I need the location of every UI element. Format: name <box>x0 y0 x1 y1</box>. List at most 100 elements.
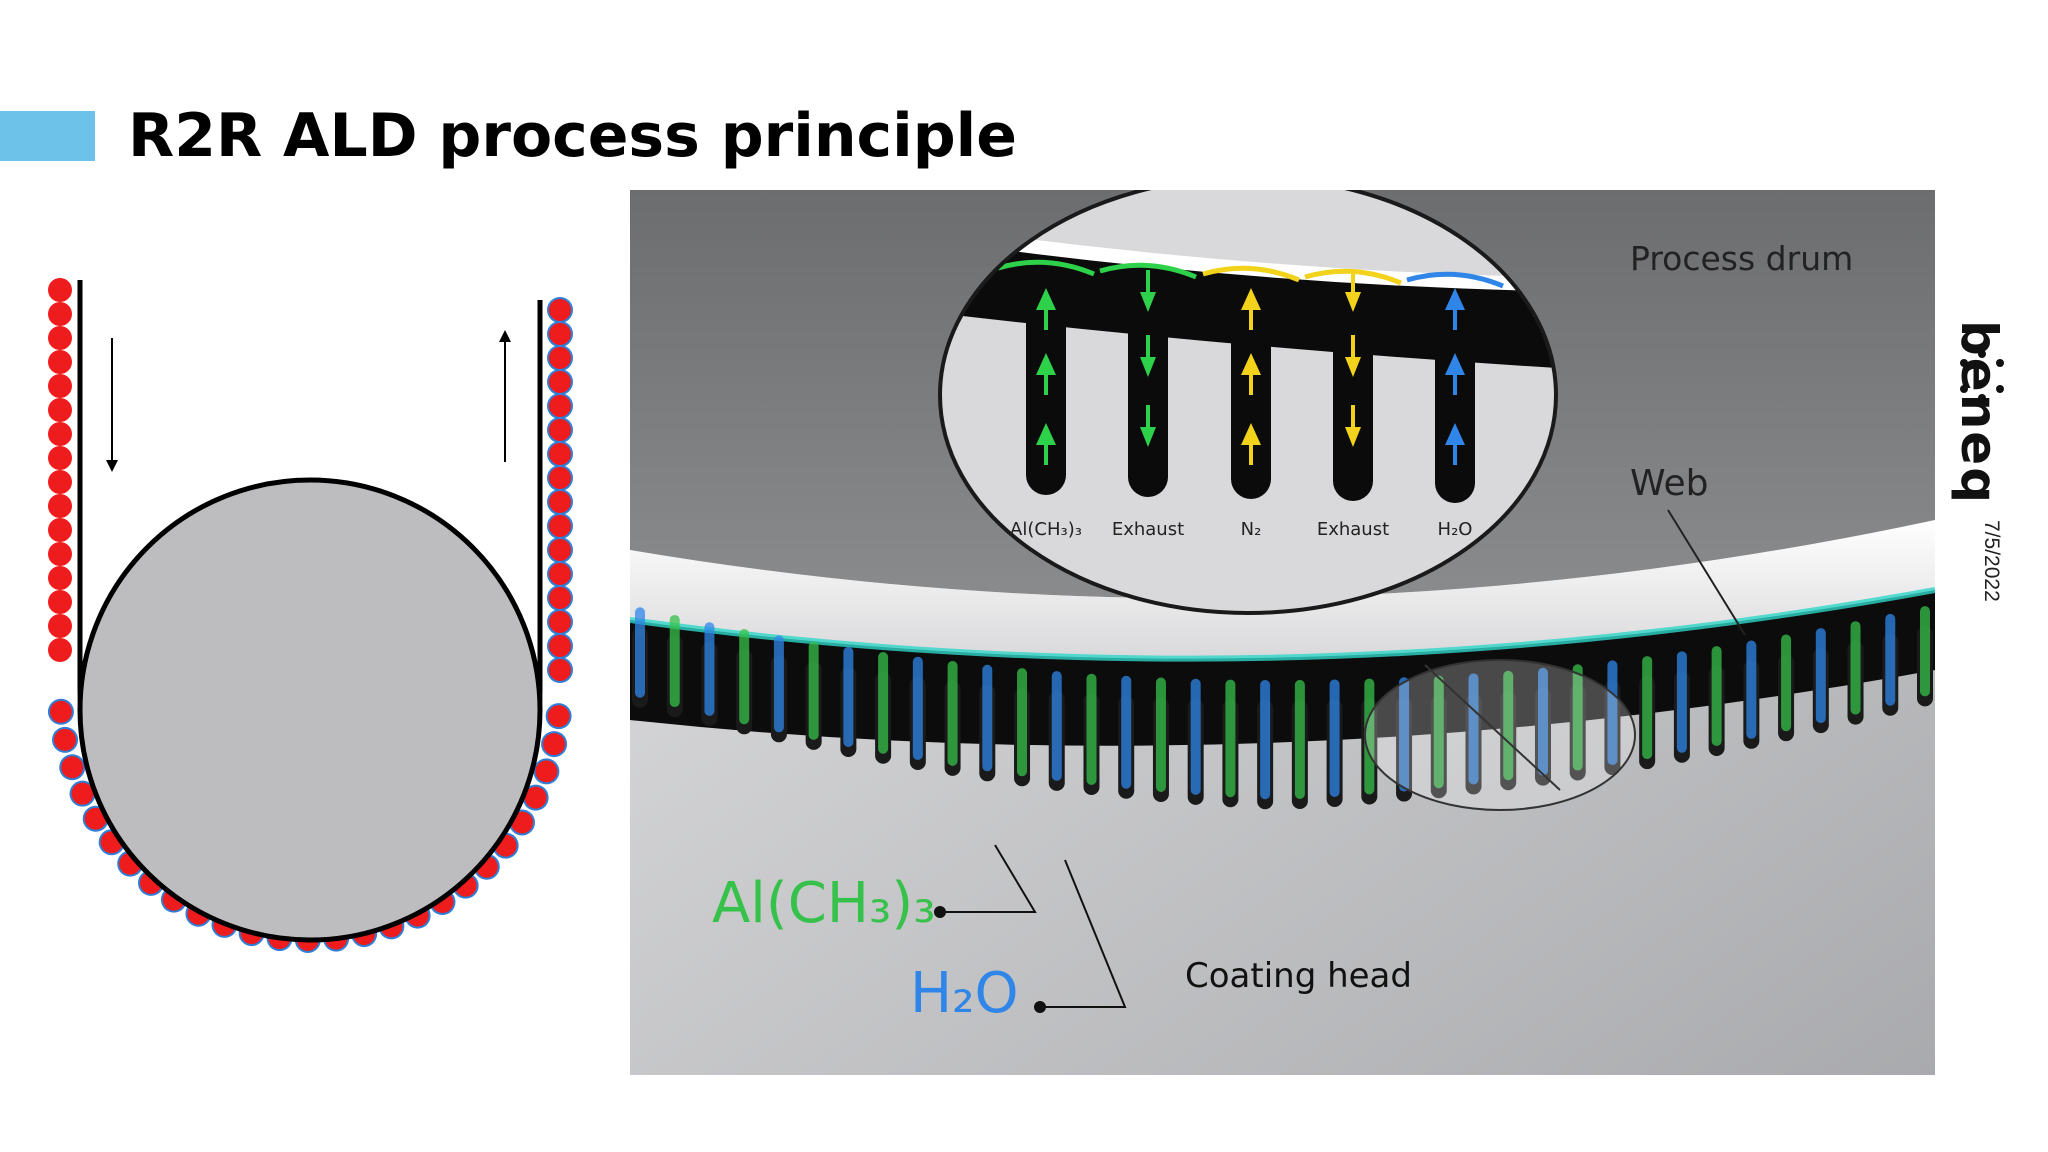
flow-down-arrow <box>1345 292 1361 312</box>
precursor-molecule <box>48 278 72 302</box>
flow-up-arrow <box>1036 288 1056 310</box>
coating-slot-glow <box>1468 673 1479 785</box>
precursor-molecule <box>48 398 72 422</box>
flow-down-arrow <box>1140 427 1156 447</box>
precursor-molecule <box>549 347 571 369</box>
precursor-molecule <box>549 611 571 633</box>
coating-slot-glow <box>808 641 819 740</box>
inset-channels <box>997 259 1504 503</box>
precursor-molecule <box>48 638 72 662</box>
inset-channel <box>1231 304 1271 499</box>
inset-labels: Al(CH₃)₃ Exhaust N₂ Exhaust H₂O <box>1010 519 1472 540</box>
inset-channel <box>1128 302 1168 497</box>
precursor-molecule <box>524 786 547 809</box>
title-accent-bar <box>0 111 95 161</box>
coating-slot-glow <box>1329 679 1340 797</box>
flow-up-arrow <box>1445 353 1465 375</box>
inset-flow-line <box>1099 262 1197 280</box>
coating-head-slots <box>632 606 1933 810</box>
slide-date: 7/5/2022 <box>1980 520 2003 602</box>
precursor-molecule <box>549 443 571 465</box>
precursor-molecule <box>549 419 571 441</box>
inset-channel-label: Exhaust <box>1317 519 1389 540</box>
flow-up-arrow <box>1036 423 1056 445</box>
coating-slot-glow <box>1399 677 1410 792</box>
flow-down-arrow <box>1140 357 1156 377</box>
precursor-molecule <box>48 374 72 398</box>
precursor-molecule <box>48 446 72 470</box>
precursor-molecule <box>543 733 566 756</box>
coating-slot-glow <box>1364 678 1375 795</box>
inset-channel-label: Al(CH₃)₃ <box>1010 519 1082 540</box>
precursor-molecule <box>48 350 72 374</box>
flow-up-arrow <box>1241 288 1261 310</box>
coating-slot-glow <box>1225 679 1236 798</box>
coating-slot-glow <box>1607 660 1618 766</box>
up-arrow <box>499 330 511 462</box>
coating-slot-glow <box>1294 679 1305 800</box>
coating-slot-glow <box>1537 667 1548 776</box>
coating-slot-glow <box>1676 651 1687 753</box>
web-band <box>630 520 1935 659</box>
beneq-logo-mark <box>1960 350 2004 402</box>
coating-slot-glow <box>1746 640 1757 739</box>
coating-slot-glow <box>635 607 645 698</box>
precursor-molecule <box>48 518 72 542</box>
coating-slot-glow <box>1086 673 1097 785</box>
inset-channel <box>1435 308 1475 503</box>
zoom-inset: Al(CH₃)₃ Exhaust N₂ Exhaust H₂O <box>938 190 1558 615</box>
web-pointer-line <box>1667 509 1746 636</box>
coating-slot-glow <box>669 614 680 708</box>
flow-up-arrow <box>1445 423 1465 445</box>
inset-flow-line <box>997 259 1095 277</box>
inset-channel-label: H₂O <box>1438 519 1473 540</box>
precursor-molecule <box>511 811 534 834</box>
precursor-molecule <box>48 542 72 566</box>
coating-slot-glow <box>704 622 715 716</box>
coating-slot-glow <box>912 656 923 761</box>
coating-slot-glow <box>1711 646 1722 747</box>
precursor-molecule <box>48 326 72 350</box>
molecule-layer <box>47 278 573 953</box>
coating-slot-glow <box>1433 675 1444 789</box>
precursor-molecule <box>535 760 558 783</box>
coating-slot-glow <box>739 629 750 725</box>
drum-web-diagram <box>47 278 573 953</box>
inset-channel-label: Exhaust <box>1112 519 1184 540</box>
precursor-molecule <box>549 659 571 681</box>
coating-slot-glow <box>1781 634 1792 732</box>
inset-channel-label: N₂ <box>1241 519 1262 540</box>
precursor-molecule <box>549 371 571 393</box>
coating-slot-glow <box>878 652 889 754</box>
down-arrow <box>106 338 118 472</box>
flow-up-arrow <box>1036 353 1056 375</box>
coating-slot-glow <box>1121 675 1132 789</box>
flow-down-arrow <box>1345 357 1361 377</box>
precursor-molecule <box>547 705 570 728</box>
inset-flow-line <box>1202 265 1300 283</box>
coating-slot-glow <box>843 646 854 748</box>
precursor-molecule <box>48 566 72 590</box>
precursor-molecule <box>549 467 571 489</box>
coating-slot-glow <box>1017 668 1028 777</box>
precursor-molecule <box>549 587 571 609</box>
precursor-molecule <box>48 470 72 494</box>
precursor-molecule <box>549 323 571 345</box>
process-drum-circle <box>77 477 543 943</box>
precursor-molecule <box>549 539 571 561</box>
precursor-molecule <box>49 700 72 723</box>
coating-slot-glow <box>1260 679 1271 800</box>
web-glow-edge <box>630 587 1935 662</box>
precursor-molecule <box>54 728 77 751</box>
coating-slot-glow <box>982 664 993 772</box>
precursor-molecule <box>549 635 571 657</box>
label-leader-lines <box>934 844 1127 1013</box>
flow-up-arrow <box>1445 288 1465 310</box>
coating-slot-glow <box>1885 613 1896 706</box>
coating-slot-glow <box>1155 677 1166 792</box>
precursor-molecule <box>71 782 94 805</box>
coating-slot-glow <box>1642 656 1653 760</box>
precursor-molecule <box>84 807 107 830</box>
precursor-molecule <box>48 590 72 614</box>
